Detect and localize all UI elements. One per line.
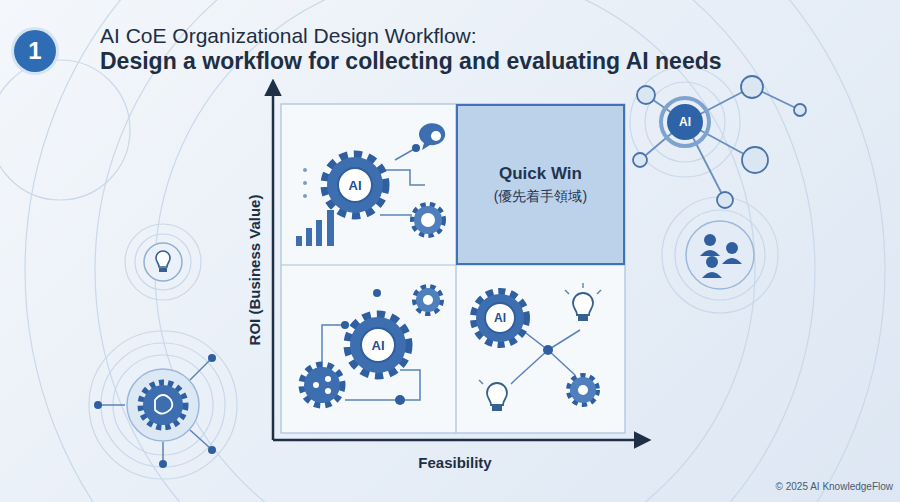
gear-label: AI: [349, 178, 362, 193]
callout-circle: 1: [14, 30, 56, 72]
axis-label: ROI (Business Value): [246, 195, 263, 346]
quadrant-box: Quick Win (優先着手領域): [456, 104, 625, 265]
gear-label: AI: [372, 338, 385, 353]
subtitle: Design a workflow for collecting and eva…: [100, 48, 722, 75]
axis-label: Feasibility: [418, 454, 491, 471]
node-heading: 1: [28, 37, 41, 65]
network-label: AI: [679, 115, 691, 129]
watermark: © 2025 AI KnowledgeFlow: [776, 481, 893, 492]
title: AI CoE Organizational Design Workflow:: [100, 24, 477, 48]
node-subtext: (優先着手領域): [494, 188, 587, 206]
gear-label: AI: [494, 311, 506, 325]
node-heading: Quick Win: [499, 164, 582, 184]
